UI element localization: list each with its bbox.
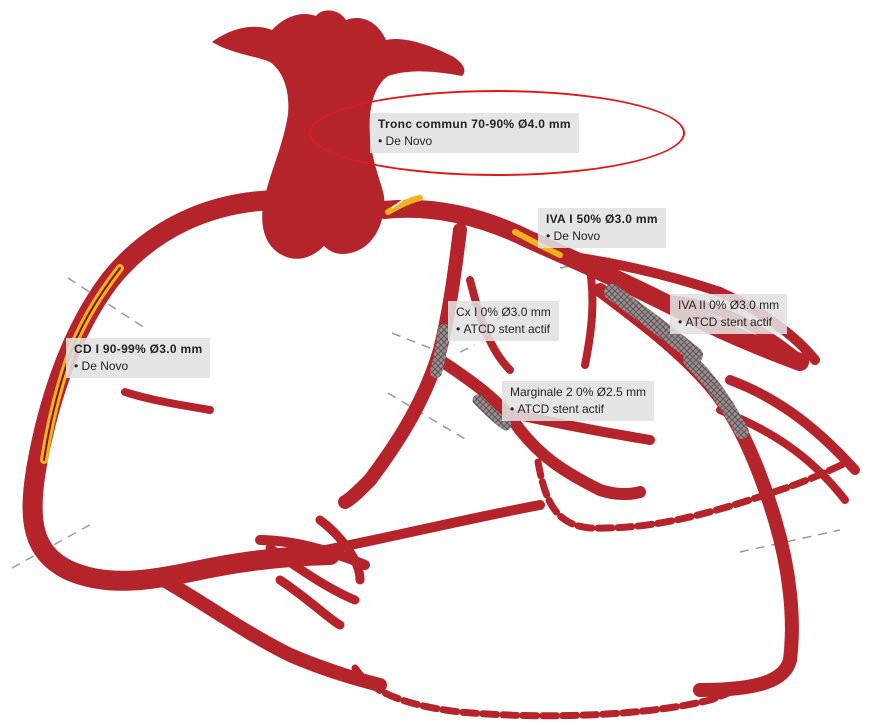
- lesion-title: IVA I 50% Ø3.0 mm: [546, 212, 658, 226]
- lesion-title: CD I 90-99% Ø3.0 mm: [74, 342, 202, 356]
- lesion-note: De Novo: [546, 229, 658, 243]
- lesion-label-iva-2: IVA II 0% Ø3.0 mm ATCD stent actif: [670, 294, 787, 334]
- lesion-label-tronc-commun: Tronc commun 70-90% Ø4.0 mm De Novo: [370, 113, 579, 153]
- lesion-label-cd-1: CD I 90-99% Ø3.0 mm De Novo: [66, 338, 210, 378]
- lesion-label-iva-1: IVA I 50% Ø3.0 mm De Novo: [538, 208, 666, 248]
- lesion-title: Cx I 0% Ø3.0 mm: [456, 305, 551, 319]
- lesion-note: ATCD stent actif: [510, 402, 646, 416]
- coronary-arteries: [33, 200, 855, 690]
- lesion-note: De Novo: [378, 134, 571, 148]
- lesion-note: ATCD stent actif: [678, 315, 779, 329]
- lesion-label-cx-1: Cx I 0% Ø3.0 mm ATCD stent actif: [448, 301, 559, 341]
- lesion-label-marginale-2: Marginale 2 0% Ø2.5 mm ATCD stent actif: [502, 381, 654, 421]
- lesion-title: IVA II 0% Ø3.0 mm: [678, 298, 779, 312]
- lesion-title: Marginale 2 0% Ø2.5 mm: [510, 385, 646, 399]
- lesion-note: ATCD stent actif: [456, 322, 551, 336]
- lesion-note: De Novo: [74, 359, 202, 373]
- lesion-title: Tronc commun 70-90% Ø4.0 mm: [378, 117, 571, 131]
